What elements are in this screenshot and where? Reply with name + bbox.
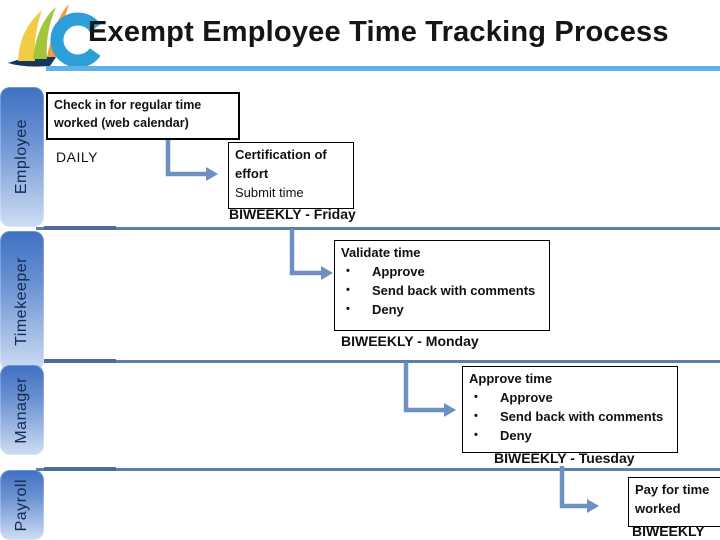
process-box-checkin: Check in for regular time worked (web ca… [46,92,240,140]
lane-label-text: Manager [13,376,30,444]
elbow-arrow-icon [403,362,456,417]
process-box-line: Check in for regular time [54,98,202,112]
bullet-icon: • [346,265,350,277]
bullet-item: • Send back with comments [341,281,543,300]
bullet-icon: • [346,284,350,296]
process-box-validate-time: Validate time • Approve • Send back with… [334,240,550,331]
process-box-certification: Certification of effort Submit time [228,142,354,209]
logo-c-glyph [50,12,100,68]
lane-label-manager: Manager [0,365,44,455]
lane-label-timekeeper: Timekeeper [0,231,44,371]
process-box-title: Approve time [469,371,553,386]
logo-sail-green [33,7,56,59]
bullet-item: • Send back with comments [469,407,671,426]
frequency-label-monday: BIWEEKLY - Monday [341,333,479,349]
process-box-line: Submit time [235,185,304,200]
bullet-text: Deny [372,302,404,317]
bullet-item: • Approve [341,262,543,281]
title-underline-divider [46,66,720,71]
bullet-icon: • [474,391,478,403]
bullet-icon: • [346,303,350,315]
bullet-item: • Approve [469,388,671,407]
lane-separator-cap [44,359,116,363]
page-title: Exempt Employee Time Tracking Process [88,16,669,48]
process-box-line: Pay for time [635,482,710,497]
bullet-text: Send back with comments [500,409,664,424]
lane-label-employee: Employee [0,87,44,227]
process-box-approve-time: Approve time • Approve • Send back with … [462,366,678,453]
process-box-pay: Pay for time worked [628,477,720,527]
process-box-line: effort [235,166,269,181]
lane-separator-cap [44,467,116,471]
bullet-text: Deny [500,428,532,443]
bullet-item: • Deny [341,300,543,319]
elbow-arrow-icon [165,140,218,181]
lane-label-text: Employee [13,119,30,195]
elbow-arrow-icon [559,466,599,513]
bullet-icon: • [474,429,478,441]
bullet-text: Approve [372,264,425,279]
frequency-label-daily: DAILY [56,149,98,165]
frequency-label-tuesday: BIWEEKLY - Tuesday [494,450,635,466]
lane-separator-cap [44,226,116,230]
process-box-line: worked (web calendar) [54,116,189,130]
process-box-title: Validate time [341,245,421,260]
process-box-line: worked [635,501,681,516]
lane-separator [36,360,720,363]
bullet-text: Send back with comments [372,283,536,298]
lane-label-text: Timekeeper [13,256,30,346]
lane-separator [36,227,720,230]
process-box-line: Certification of [235,147,327,162]
lane-separator [36,468,720,471]
lane-label-text: Payroll [13,478,30,532]
college-logo-icon [8,4,100,68]
frequency-label-biweekly: BIWEEKLY [632,523,705,539]
frequency-label-friday: BIWEEKLY - Friday [229,206,356,222]
lane-label-payroll: Payroll [0,470,44,540]
logo-sail-yellow [18,10,42,61]
bullet-item: • Deny [469,426,671,445]
bullet-text: Approve [500,390,553,405]
bullet-icon: • [474,410,478,422]
elbow-arrow-icon [289,229,333,280]
